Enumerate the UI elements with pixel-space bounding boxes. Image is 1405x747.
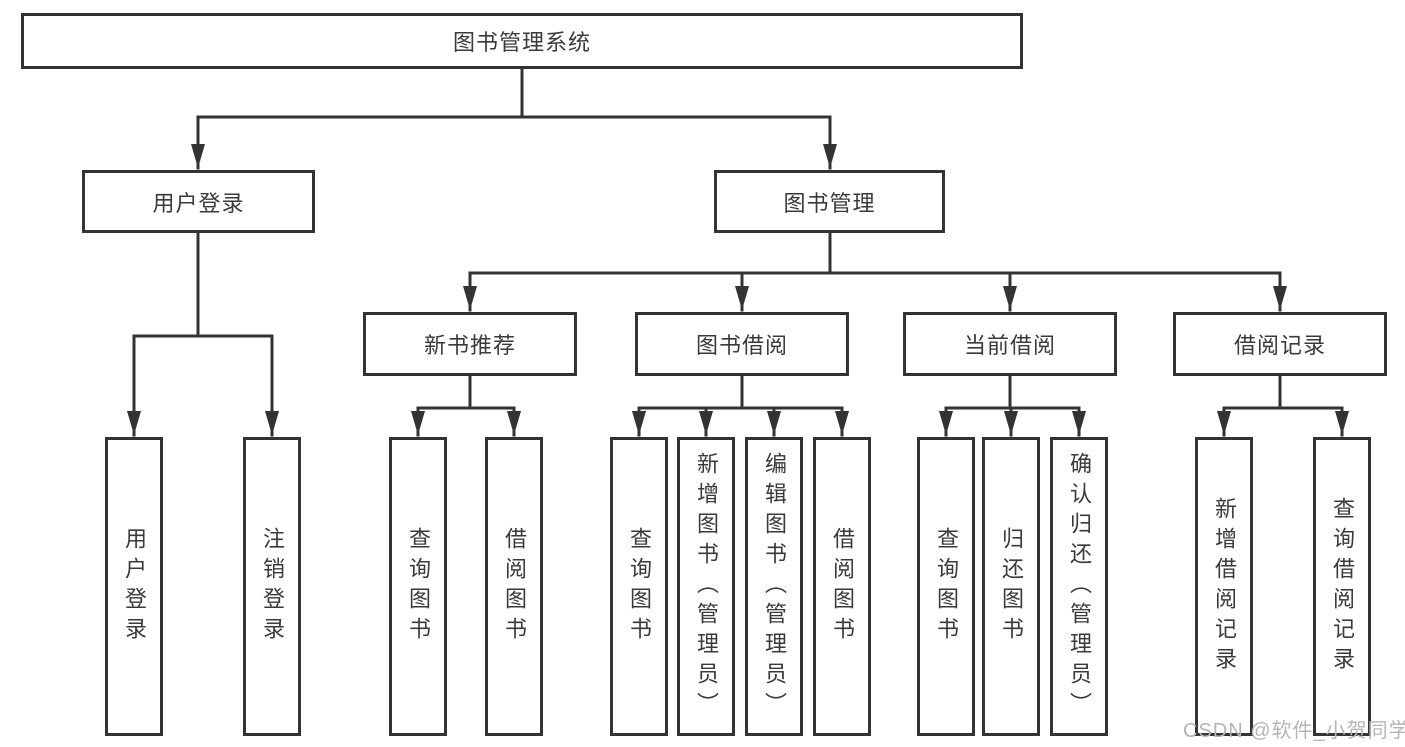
leaf-user-login: 用户登录 xyxy=(105,437,163,736)
leaf-logout: 注销登录 xyxy=(243,437,301,736)
node-book-borrow: 图书借阅 xyxy=(635,312,849,376)
leaf-query-book-recommend: 查询图书 xyxy=(389,437,447,736)
leaf-query-borrow-record: 查询借阅记录 xyxy=(1313,437,1371,736)
node-root-library-system: 图书管理系统 xyxy=(21,13,1023,69)
node-borrow-records: 借阅记录 xyxy=(1173,312,1387,376)
leaf-edit-book-admin: 编辑图书（管理员） xyxy=(745,437,803,736)
leaf-borrow-book: 借阅图书 xyxy=(813,437,871,736)
node-new-book-recommend: 新书推荐 xyxy=(363,312,577,376)
csdn-watermark: CSDN @软件_小贺同学 xyxy=(1183,720,1405,742)
leaf-return-book: 归还图书 xyxy=(982,437,1040,736)
node-user-login: 用户登录 xyxy=(82,170,315,233)
leaf-query-book-borrow: 查询图书 xyxy=(610,437,668,736)
leaf-confirm-return-admin: 确认归还（管理员） xyxy=(1050,437,1108,736)
leaf-add-book-admin: 新增图书（管理员） xyxy=(677,437,735,736)
leaf-query-book-current: 查询图书 xyxy=(917,437,975,736)
node-book-management: 图书管理 xyxy=(714,170,945,233)
leaf-borrow-book-recommend: 借阅图书 xyxy=(485,437,543,736)
node-current-borrow: 当前借阅 xyxy=(903,312,1117,376)
leaf-add-borrow-record: 新增借阅记录 xyxy=(1195,437,1253,736)
